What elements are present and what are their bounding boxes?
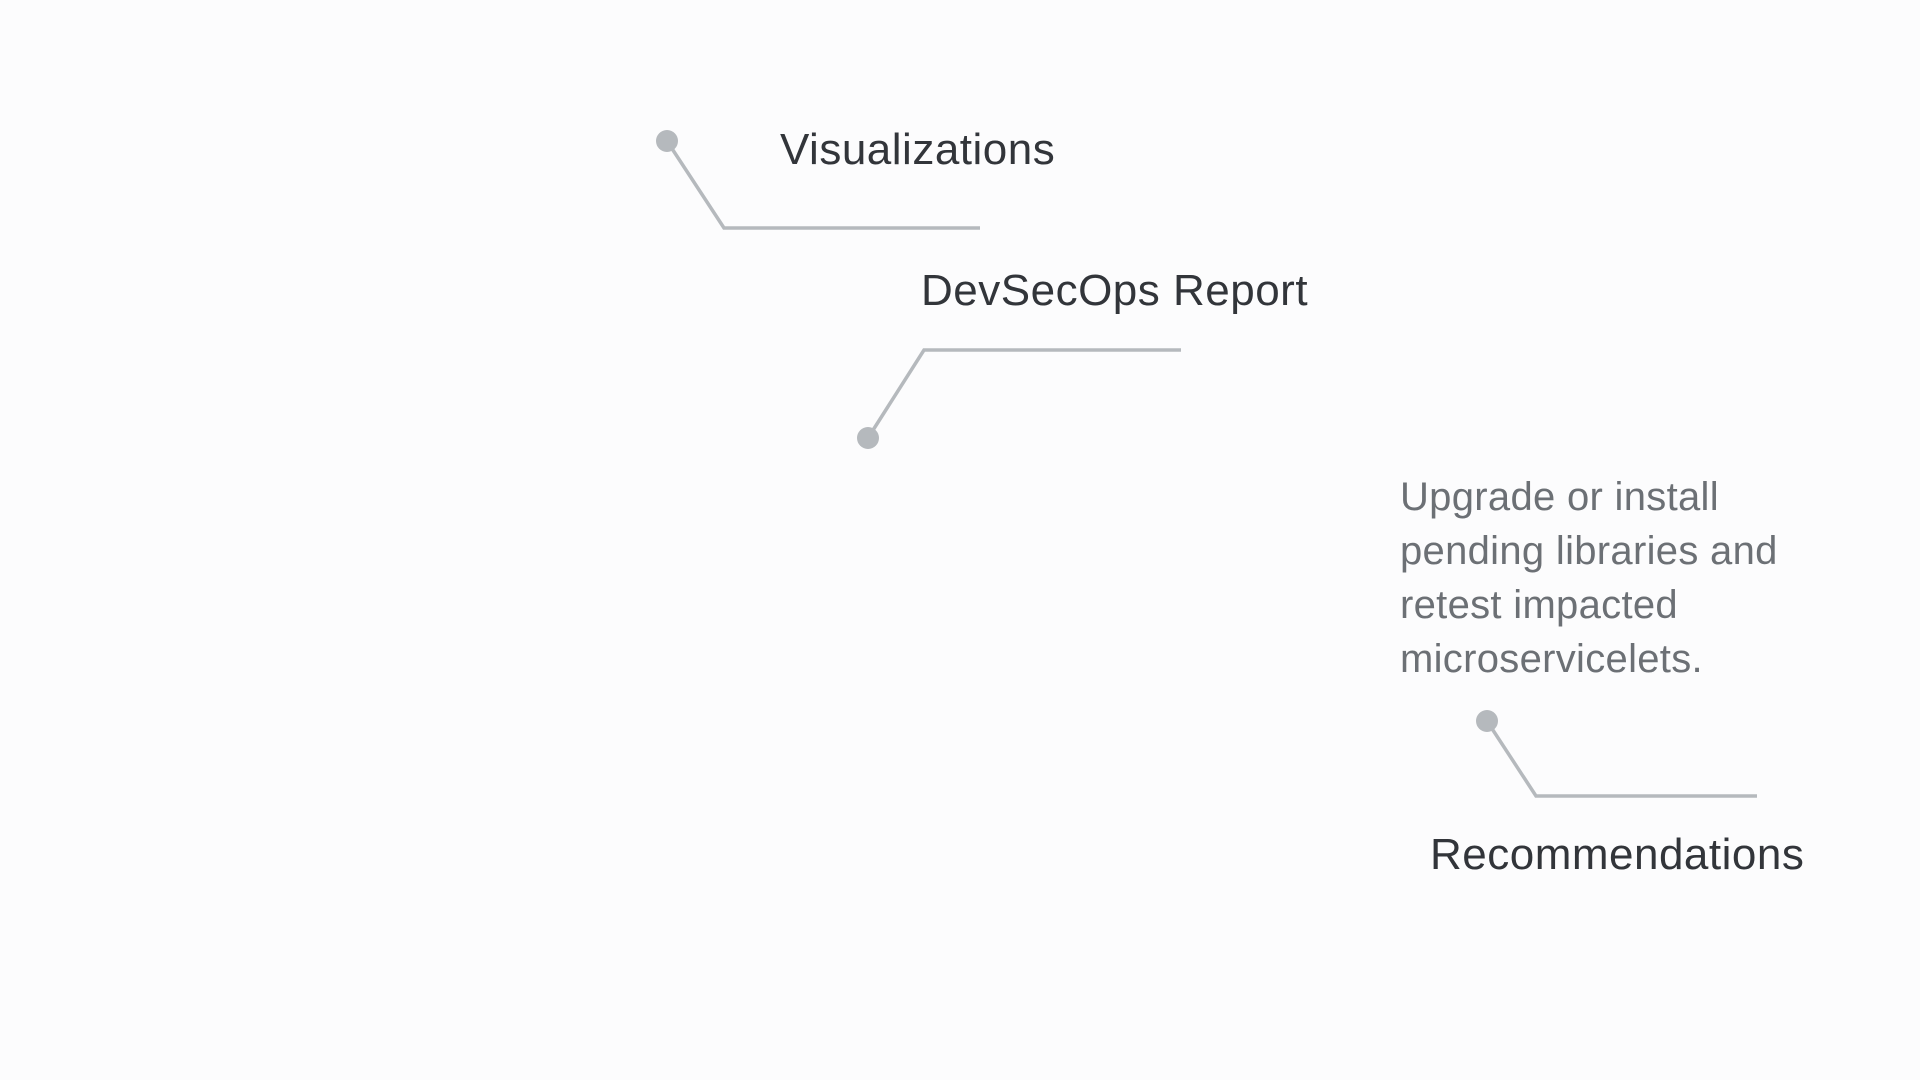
leader-dot-0	[656, 130, 678, 152]
leader-dot-2	[1476, 710, 1498, 732]
callout-note-recommendations: Upgrade or install pending libraries and…	[1400, 475, 1778, 681]
callout-label-devsecops-report: DevSecOps Report	[921, 266, 1309, 315]
leader-line-2	[1485, 720, 1757, 798]
leader-dot-1	[857, 427, 879, 449]
callout-label-visualizations: Visualizations	[780, 125, 1056, 174]
callout-label-recommendations: Recommendations	[1430, 830, 1805, 879]
leader-line-0	[665, 140, 980, 230]
leader-line-1	[866, 348, 1181, 439]
